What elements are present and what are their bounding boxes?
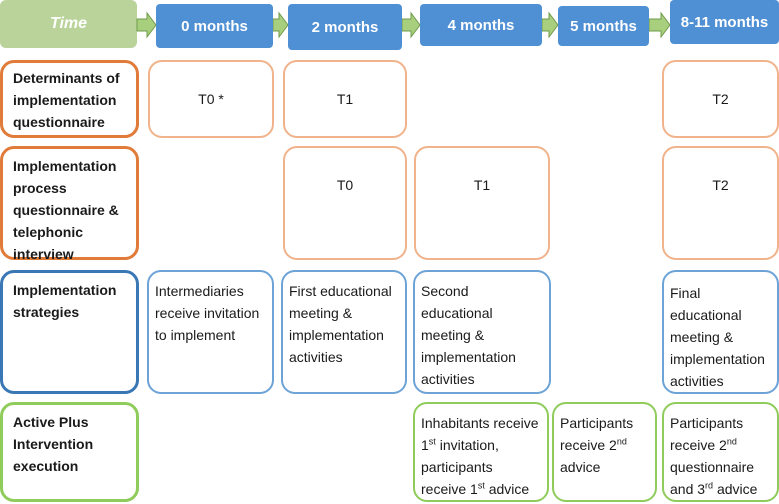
time-point-label: 8-11 months bbox=[680, 13, 769, 31]
row-label-strategies: Implementation strategies bbox=[0, 270, 139, 394]
row-label-process: Implementation process questionnaire & t… bbox=[0, 146, 139, 262]
time-point-label: 2 months bbox=[311, 18, 379, 36]
row-label-text: Determinants of implementation questionn… bbox=[13, 70, 120, 130]
time-point-label: 0 months bbox=[181, 17, 248, 35]
arrow-icon bbox=[401, 11, 421, 39]
time-point-3: 5 months bbox=[558, 6, 649, 46]
determinants-cell-8-11-months: T2 bbox=[662, 60, 779, 138]
row-label-text: Implementation process questionnaire & t… bbox=[13, 158, 119, 262]
strategies-cell-4-months: Second educational meeting & implementat… bbox=[413, 270, 551, 394]
process-cell-4-months: T1 bbox=[414, 146, 550, 260]
arrow-icon bbox=[541, 11, 559, 39]
time-point-4: 8-11 months bbox=[670, 0, 779, 44]
time-point-label: 4 months bbox=[447, 16, 515, 34]
determinants-cell-2-months: T1 bbox=[283, 60, 407, 138]
timeline-arrows bbox=[136, 11, 671, 39]
row-label-determinants: Determinants of implementation questionn… bbox=[0, 60, 139, 138]
time-point-2: 4 months bbox=[420, 4, 542, 46]
process-cell-8-11-months: T2 bbox=[662, 146, 779, 260]
row-label-execution: Active Plus Intervention execution bbox=[0, 402, 139, 502]
process-cell-2-months: T0 bbox=[283, 146, 407, 260]
row-label-text: Active Plus Intervention execution bbox=[13, 414, 94, 474]
arrow-icon bbox=[272, 11, 289, 39]
time-point-1: 2 months bbox=[288, 4, 402, 50]
execution-cell-4-months: Inhabitants receive 1st invitation, part… bbox=[413, 402, 549, 502]
time-point-0: 0 months bbox=[156, 4, 273, 48]
time-header: Time bbox=[0, 0, 137, 48]
arrow-icon bbox=[136, 11, 157, 39]
arrow-icon bbox=[648, 11, 671, 39]
execution-cell-5-months: Participants receive 2nd advice bbox=[552, 402, 657, 502]
determinants-cell-0-months: T0 * bbox=[148, 60, 274, 138]
time-point-label: 5 months bbox=[570, 17, 637, 35]
execution-cell-8-11-months: Participants receive 2nd questionnaire a… bbox=[662, 402, 779, 502]
strategies-cell-8-11-months: Final educational meeting & implementati… bbox=[662, 270, 779, 394]
row-label-text: Implementation strategies bbox=[13, 282, 117, 320]
time-label: Time bbox=[49, 15, 88, 32]
strategies-cell-0-months: Intermediaries receive invitation to imp… bbox=[147, 270, 274, 394]
strategies-cell-2-months: First educational meeting & implementati… bbox=[281, 270, 407, 394]
